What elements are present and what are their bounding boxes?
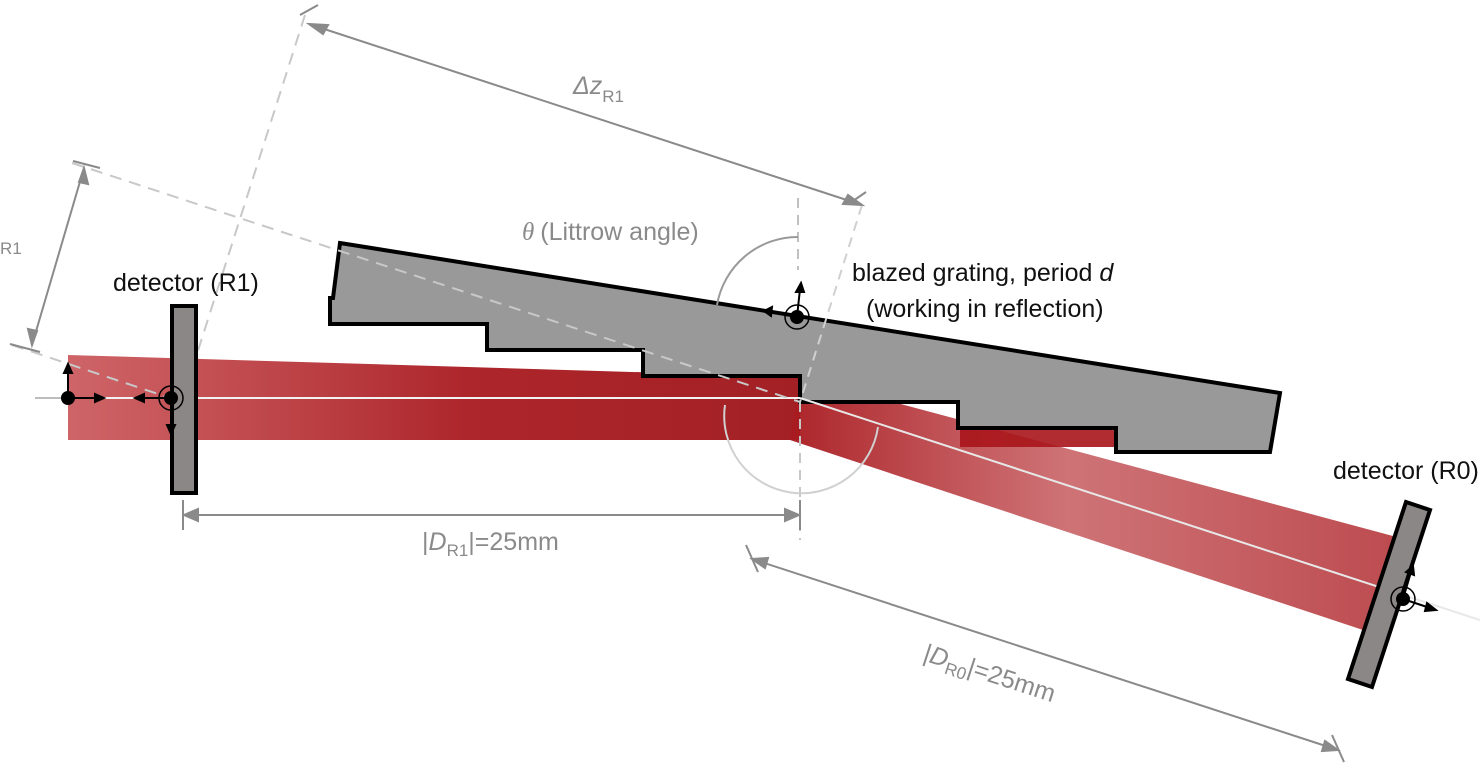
detector-r0: [1345, 499, 1433, 690]
dr1-close: |=25mm: [468, 528, 559, 556]
dr1-letter: D: [429, 528, 447, 556]
grating-plane-extension: [71, 162, 801, 403]
grating-label-prefix: blazed grating, period: [852, 259, 1099, 287]
littrow-symbol: θ: [522, 219, 534, 246]
detector-r1-coordinate-frame: [132, 385, 184, 437]
dr1-open: |: [422, 528, 429, 556]
deltaz-right-projection: [799, 204, 863, 403]
delta-z-base: Δz: [572, 72, 603, 100]
grating-period-symbol: d: [1099, 259, 1114, 287]
lower-angle-arc: [723, 404, 879, 495]
detector-r0-label: detector (R0): [1333, 457, 1479, 485]
left-edge-dimension: [9, 160, 101, 353]
grating-label-line2: (working in reflection): [866, 295, 1104, 323]
left-edge-sub-label: R1: [0, 239, 22, 258]
diffracted-beam-r0: [790, 377, 1408, 633]
littrow-angle-arc: [716, 235, 799, 306]
littrow-angle-label: θ(Littrow angle): [522, 218, 699, 246]
delta-z-label: ΔzR1: [572, 72, 624, 106]
grating-coordinate-frame: [762, 280, 810, 330]
dr1-sub: R1: [447, 541, 469, 560]
dr0-label: |DR0|=25mm: [919, 639, 1059, 712]
detector-r0-coordinate-frame: [1390, 564, 1439, 613]
source-coordinate-frame: [61, 361, 107, 405]
dr0-dimension: [745, 544, 1345, 763]
diffracted-optical-axis: [799, 397, 1480, 621]
littrow-text: (Littrow angle): [540, 218, 698, 246]
dr0-close: |=25mm: [964, 653, 1059, 708]
blazed-grating: [328, 240, 1283, 454]
dr1-label: |DR1|=25mm: [422, 528, 559, 560]
delta-z-dimension: [299, 4, 867, 207]
dr1-dimension: [181, 500, 802, 530]
grating-label-line1: blazed grating, period d: [852, 259, 1114, 287]
r1-detector-projection: [194, 14, 306, 361]
grating-plane-extension-left: [11, 344, 171, 399]
beam-segment-under-grating: [960, 425, 1115, 447]
detector-r1-label: detector (R1): [113, 269, 259, 297]
delta-z-sub: R1: [602, 87, 624, 106]
